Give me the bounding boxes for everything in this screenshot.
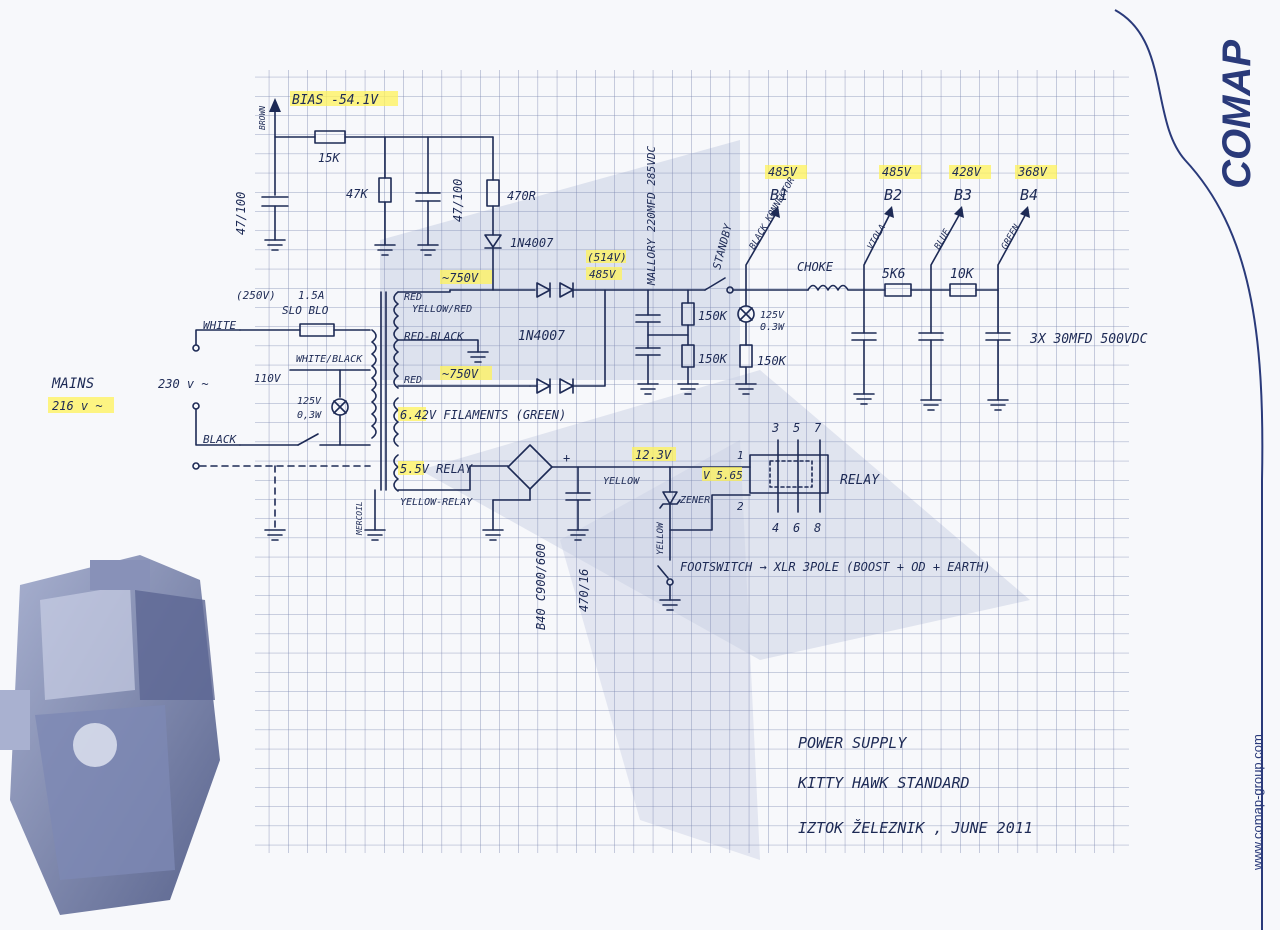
relay-wire-2: YELLOW	[656, 521, 666, 555]
relay-pin-5: 5	[793, 421, 800, 435]
node-arrowhead-0	[770, 206, 780, 218]
mains-lamp: 125V	[297, 396, 322, 407]
node-voltage-highlight	[765, 165, 807, 179]
mains-black: BLACK	[203, 433, 237, 446]
relay-pin-3: 3	[771, 421, 779, 435]
title-line-3: IZTOK ŽELEZNIK , JUNE 2011	[798, 818, 1033, 837]
node-name-0: B1	[770, 186, 788, 204]
sec-yellow-red: YELLOW/RED	[412, 304, 472, 315]
fuse-type: SLO BLO	[282, 304, 329, 317]
standby-lamp: 125V	[760, 310, 785, 321]
relay-pin-1: 1	[737, 449, 744, 462]
transformer-case: MERCOIL	[355, 501, 364, 536]
brand-swoosh	[1114, 9, 1264, 930]
hv-ac-2: ~750V	[442, 367, 479, 381]
fuse-rating: (250V)	[236, 289, 276, 302]
relay-cap: 470/16	[577, 569, 591, 612]
relay-pin-7: 7	[814, 421, 822, 435]
filter-caps-note: 3X 30MFD 500VDC	[1029, 332, 1148, 347]
bridge-label: B40 C900/600	[534, 543, 548, 630]
node-voltage-2: 428V	[952, 165, 982, 179]
mains-lamp-w: 0,3W	[297, 410, 322, 421]
comap-logo: COMAP	[1215, 40, 1259, 189]
r-b3: 10K	[950, 267, 975, 282]
node-voltage-1: 485V	[882, 165, 912, 179]
bias-cap-left: 47/100	[234, 192, 248, 235]
relay-wire: YELLOW	[603, 476, 640, 487]
mallory-cap: MALLORY 220MFD 285VDC	[645, 146, 658, 286]
node-voltage-highlight	[949, 165, 991, 179]
hv-r1: 150K	[698, 309, 728, 323]
relay-pin-6: 6	[793, 521, 800, 535]
power-transformer: MERCOIL RED YELLOW/RED RED-BLACK RED ~75…	[355, 270, 566, 541]
title-line-1: POWER SUPPLY	[798, 734, 907, 752]
relay-supply: B40 C900/600 + 470/16 12.3V YELLOW V 5.6…	[397, 421, 991, 630]
bias-section: BIAS -54.1V BROWN 15K 47/100 47K 47/100 …	[234, 91, 554, 291]
hv-r2: 150K	[698, 352, 728, 366]
mains-voltage: 216 v ~	[52, 399, 103, 413]
mains-section: MAINS 216 v ~ 230 v ~ WHITE BLACK 110V (…	[48, 289, 371, 541]
bias-r-drop: 470R	[507, 189, 536, 203]
node-arrow-3	[997, 209, 1029, 291]
node-name-3: B4	[1020, 186, 1038, 204]
title-line-2: KITTY HAWK STANDARD	[797, 774, 970, 792]
node-voltage-highlight	[1015, 165, 1057, 179]
building-illustration	[0, 555, 220, 915]
mains-input: 230 v ~	[158, 377, 209, 391]
relay-tap-label: 5.5V RELAY	[400, 462, 473, 476]
hv-r-lamp: 150K	[757, 354, 787, 368]
node-arrowhead-3	[1020, 206, 1030, 218]
relay-label: RELAY	[840, 473, 880, 488]
bias-r-pot: 47K	[346, 187, 368, 201]
filaments-label: 6.42V FILAMENTS (GREEN)	[400, 408, 566, 422]
bias-diode: 1N4007	[510, 236, 554, 250]
bias-r-series: 15K	[318, 151, 340, 165]
zener-label: ZENER	[679, 495, 710, 506]
hv-plain: 485V	[589, 268, 617, 281]
node-arrow-2	[930, 209, 963, 291]
relay-voltage: V 5.65	[703, 469, 743, 482]
node-name-2: B3	[954, 186, 972, 204]
sec-red2: RED	[404, 375, 422, 386]
bias-cap-right: 47/100	[451, 179, 465, 222]
choke-label: CHOKE	[797, 260, 834, 274]
mains-label: MAINS	[51, 376, 94, 392]
node-arrowhead-2	[954, 206, 964, 218]
relay-pin-8: 8	[814, 521, 821, 535]
relay-pin-2: 2	[737, 500, 744, 513]
sec-red: RED	[404, 292, 422, 303]
title-block: POWER SUPPLY KITTY HAWK STANDARD IZTOK Ž…	[797, 734, 1033, 837]
node-voltage-0: 485V	[768, 165, 798, 179]
white-black-label: WHITE/BLACK	[296, 354, 363, 365]
b-plus-chain: CHOKE 5K6 10K 3X 30MFD 500VDC	[797, 260, 1148, 411]
node-voltage-highlight	[879, 165, 921, 179]
relay-pin-4: 4	[772, 521, 779, 535]
mains-tap: 110V	[254, 372, 282, 385]
bias-wire-label: BROWN	[258, 106, 267, 130]
standby-lamp-w: 0.3W	[760, 322, 785, 333]
node-arrowhead-1	[884, 206, 894, 218]
hv-diode-label: 1N4007	[518, 329, 565, 344]
hv-loaded: (514V)	[587, 251, 627, 264]
yellow-relay-label: YELLOW-RELAY	[400, 497, 473, 508]
node-name-1: B2	[884, 186, 902, 204]
fuse-value: 1.5A	[298, 289, 325, 302]
footswitch-label: FOOTSWITCH → XLR 3POLE (BOOST + OD + EAR…	[680, 560, 991, 574]
bias-label: BIAS -54.1V	[292, 93, 379, 108]
sec-red-black: RED-BLACK	[404, 330, 465, 343]
node-arrow-0	[745, 209, 779, 291]
node-arrow-1	[863, 209, 893, 291]
website-url: www.comap-group.com	[1250, 734, 1265, 871]
r-b2: 5K6	[882, 267, 906, 282]
relay-dc: 12.3V	[635, 448, 672, 462]
mains-white: WHITE	[203, 319, 236, 332]
hv-ac-1: ~750V	[442, 271, 479, 285]
node-voltage-3: 368V	[1017, 165, 1048, 179]
plus-sign: +	[563, 451, 570, 465]
